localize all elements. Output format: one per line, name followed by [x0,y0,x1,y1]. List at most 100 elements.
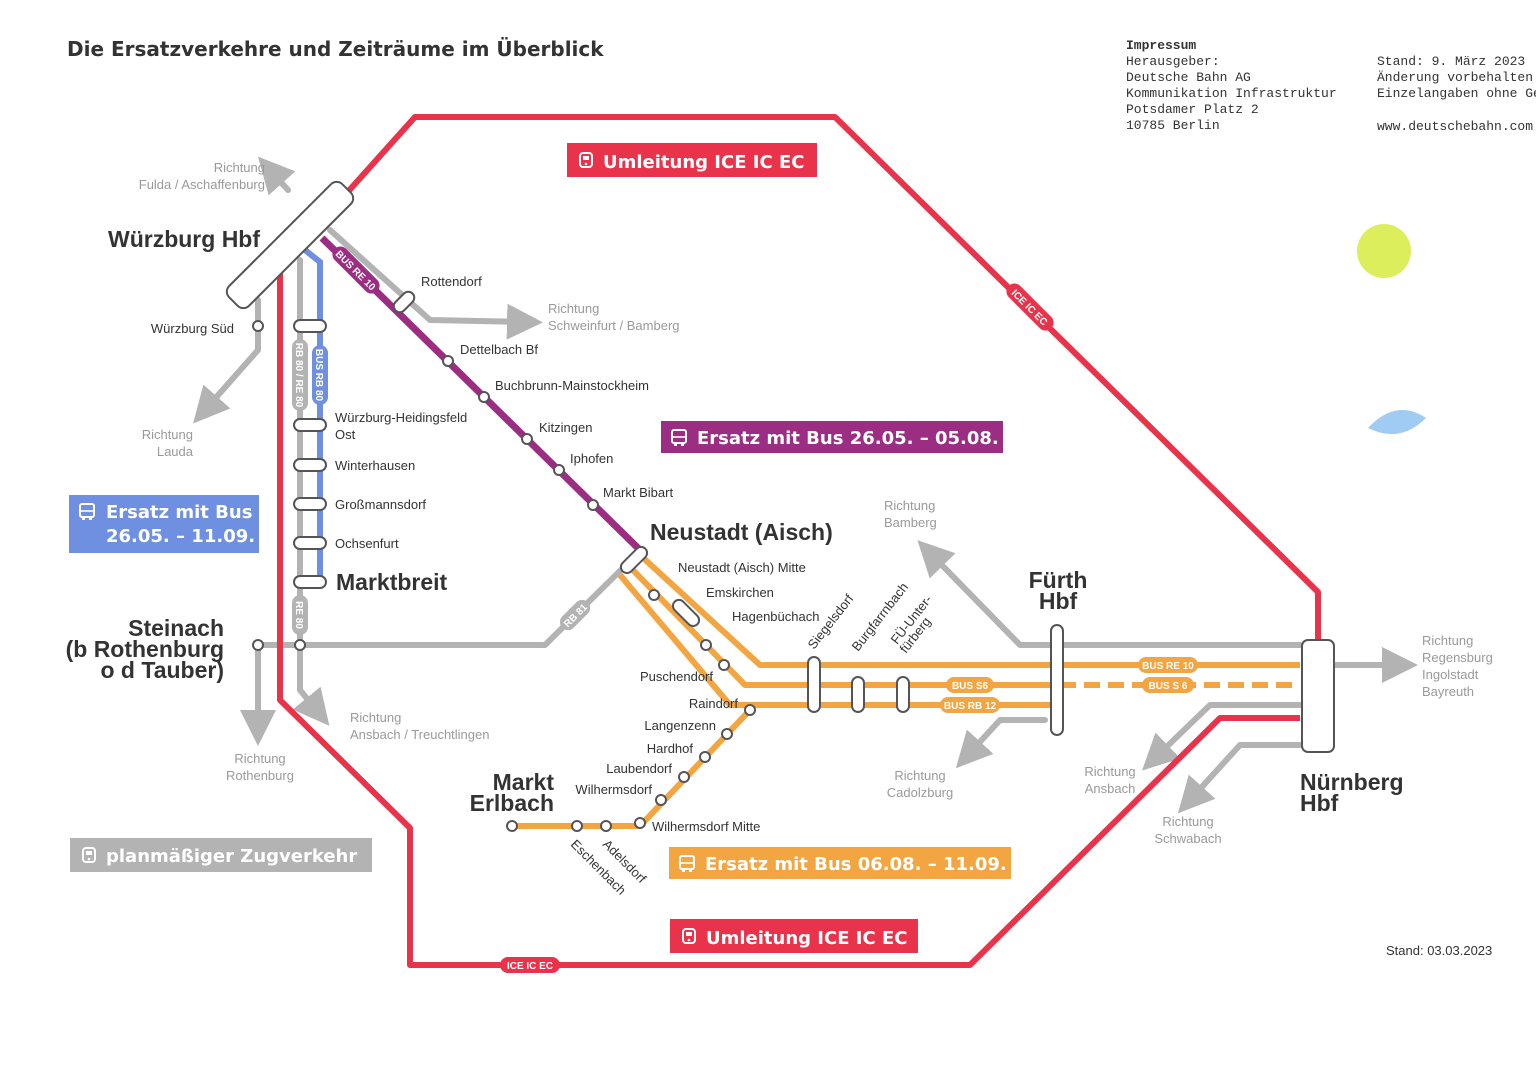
svg-text:10785 Berlin: 10785 Berlin [1126,118,1220,133]
line-to-schweinfurt [327,227,543,340]
hagenbuechach-marker [700,639,712,651]
emskirchen-marker [671,598,701,628]
winterhausen-marker [293,458,327,472]
svg-text:Emskirchen: Emskirchen [706,585,774,600]
website-link[interactable]: www.deutschebahn.com [1377,119,1533,134]
banner-bus-orange: Ersatz mit Bus 06.08. – 11.09. [669,847,1011,879]
svg-text:ICE IC EC: ICE IC EC [507,961,553,972]
label-marktbreit: Marktbreit [336,569,448,595]
svg-text:Erlbach: Erlbach [470,790,554,816]
svg-text:(b Rothenburg: (b Rothenburg [66,636,224,662]
markt-bibart-marker [587,499,599,511]
svg-text:Bayreuth: Bayreuth [1422,684,1474,699]
line-to-fulda [257,156,296,196]
label-bus-s6-a: BUS S6 [946,677,994,693]
dettelbach-marker [442,355,454,367]
svg-text:Würzburg Süd: Würzburg Süd [151,321,234,336]
svg-text:Wilhermsdorf: Wilhermsdorf [575,782,652,797]
stand-block: Stand: 9. März 2023 Änderung vorbehalten… [1377,54,1536,134]
svg-text:Kommunikation Infrastruktur: Kommunikation Infrastruktur [1126,86,1337,101]
svg-text:Großmannsdorf: Großmannsdorf [335,497,426,512]
svg-text:Impressum: Impressum [1126,38,1196,53]
neustadt-mitte-marker [648,589,660,601]
wuerzburg-hbf-marker [225,180,355,310]
banner-ice-bottom: Umleitung ICE IC EC [670,919,918,953]
svg-text:Richtung: Richtung [548,301,599,316]
label-bus-s6-b: BUS S 6 [1142,677,1194,693]
raindorf-marker [744,704,756,716]
impressum: Impressum Herausgeber: Deutsche Bahn AG … [1126,38,1337,133]
svg-text:Ersatz mit Bus 26.05. – 05.08.: Ersatz mit Bus 26.05. – 05.08. [697,428,999,449]
svg-text:BUS RB 80: BUS RB 80 [313,349,324,402]
label-bus-rb12: BUS RB 12 [940,697,1000,713]
buchbrunn-marker [478,391,490,403]
label-re80: RE 80 [292,595,308,635]
svg-text:Dettelbach Bf: Dettelbach Bf [460,342,538,357]
svg-text:Puschendorf: Puschendorf [640,669,713,684]
svg-text:BUS S6: BUS S6 [952,681,989,692]
svg-text:planmäßiger Zugverkehr: planmäßiger Zugverkehr [106,846,357,867]
laubendorf-marker [678,771,690,783]
banner-bus-purple: Ersatz mit Bus 26.05. – 05.08. [661,421,1003,453]
svg-text:Iphofen: Iphofen [570,451,613,466]
wuerzburg-sued-platform [293,319,327,333]
fuerth-hbf-marker [1050,624,1064,736]
line-to-cadolzburg [955,717,1048,769]
line-rb81 [255,560,631,648]
svg-text:Neustadt (Aisch) Mitte: Neustadt (Aisch) Mitte [678,560,806,575]
grossmannsdorf-marker [293,497,327,511]
svg-text:Buchbrunn-Mainstockheim: Buchbrunn-Mainstockheim [495,378,649,393]
bus-rb80-line [303,247,323,582]
ice-north-route [342,114,1321,650]
svg-text:Hbf: Hbf [1300,790,1339,816]
svg-text:Ingolstadt: Ingolstadt [1422,667,1479,682]
wilhermsdorf-mitte-marker [634,817,646,829]
svg-text:Rottendorf: Rottendorf [421,274,482,289]
langenzenn-marker [721,728,733,740]
svg-text:Richtung: Richtung [1084,764,1135,779]
label-rb80-re80: RB 80 / RE 80 [292,339,308,411]
svg-text:Hagenbüchach: Hagenbüchach [732,609,819,624]
siegelsdorf-marker [807,656,821,713]
stand-footer: Stand: 03.03.2023 [1386,943,1492,958]
ice-south-route [277,270,1300,968]
label-bus-rb80: BUS RB 80 [312,345,328,405]
ochsenfurt-marker [293,536,327,550]
label-ice-diag: ICE IC EC [1006,283,1054,331]
svg-text:Langenzenn: Langenzenn [644,718,716,733]
label-wuerzburg-hbf: Würzburg Hbf [108,226,260,252]
svg-text:Ochsenfurt: Ochsenfurt [335,536,399,551]
svg-text:Schwabach: Schwabach [1154,831,1221,846]
svg-text:Richtung: Richtung [1422,633,1473,648]
svg-text:Ost: Ost [335,427,356,442]
station-markers [225,180,1335,832]
nuernberg-hbf-marker [1301,639,1335,753]
svg-text:Bamberg: Bamberg [884,515,937,530]
svg-text:Ersatz mit Bus: Ersatz mit Bus [106,502,252,523]
svg-text:Ansbach / Treuchtlingen: Ansbach / Treuchtlingen [350,727,489,742]
neustadt-marker [619,545,649,575]
ice-diversion-lines [277,114,1321,968]
svg-text:Winterhausen: Winterhausen [335,458,415,473]
svg-text:RB 80 / RE 80: RB 80 / RE 80 [293,343,304,408]
page-title: Die Ersatzverkehre und Zeiträume im Über… [67,37,604,61]
decor-green-dot [1357,224,1411,278]
line-to-schwabach [1177,742,1303,814]
svg-text:BUS RE 10: BUS RE 10 [1142,661,1194,672]
svg-text:Kitzingen: Kitzingen [539,420,592,435]
regular-lines [193,156,1418,814]
wuerzburg-sued-marker [252,320,264,332]
svg-text:Änderung vorbehalten.: Änderung vorbehalten. [1377,70,1536,85]
label-nuernberg-hbf: Nürnberg [1300,769,1404,795]
wilhermsdorf-marker [655,794,667,806]
bus-re10-orange-line [637,552,1300,668]
svg-text:Stand: 9. März 2023: Stand: 9. März 2023 [1377,54,1525,69]
steinach-marker-a [252,639,264,651]
line-to-bamberg [917,540,1303,648]
svg-text:Einzelangaben ohne Gew: Einzelangaben ohne Gew [1377,86,1536,101]
svg-text:Hardhof: Hardhof [647,741,694,756]
adelsdorf-marker [600,820,612,832]
line-to-ansbach [1142,702,1303,771]
svg-text:Richtung: Richtung [234,751,285,766]
svg-text:RE 80: RE 80 [293,601,304,629]
